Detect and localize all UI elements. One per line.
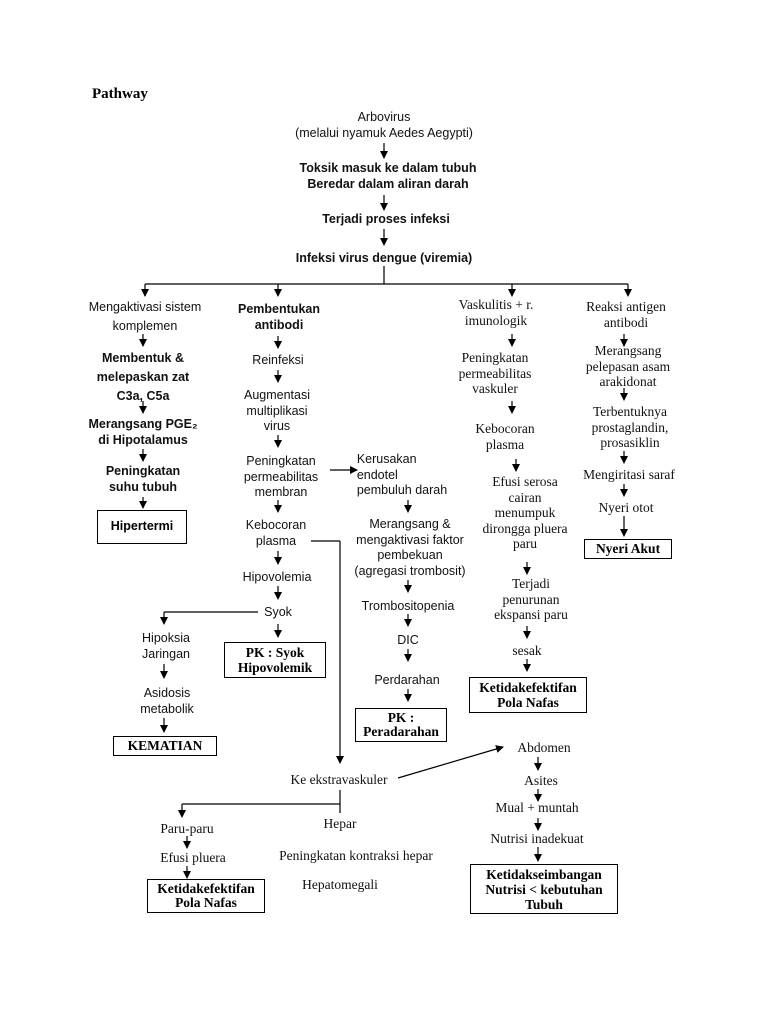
c5-mengiritasi-saraf: Mengiritasi saraf — [583, 467, 675, 482]
c5-nyeri-otot: Nyeri otot — [598, 500, 654, 515]
bottom-asites: Asites — [524, 773, 558, 788]
bottom-ekstravaskuler: Ke ekstravaskuler — [290, 772, 388, 787]
c2-reinfeksi: Reinfeksi — [252, 353, 304, 367]
diagnosis-ketidakefektifan-pola-nafas-2: Ketidakefektifan Pola Nafas — [147, 879, 265, 913]
c4-kebocoran-plasma: Kebocoran plasma — [475, 421, 535, 452]
lb-asidosis-metabolik: Asidosis metabolik — [140, 686, 194, 716]
diagnosis-pk-peradarahan: PK : Peradarahan — [355, 708, 447, 742]
c2-syok: Syok — [264, 605, 292, 619]
bottom-efusi-pluera: Efusi pluera — [160, 850, 226, 865]
ekstra-to-abdomen — [397, 745, 504, 779]
c1-aktivasi-komplemen: Mengaktivasi sistem komplemen — [88, 300, 202, 333]
diagnosis-nyeri-akut: Nyeri Akut — [584, 539, 672, 559]
c2-pembentukan-antibodi: Pembentukan antibodi — [238, 302, 320, 332]
bottom-hepatomegali: Hepatomegali — [302, 877, 378, 892]
lb-hipoksia-jaringan: Hipoksia Jaringan — [142, 631, 190, 661]
diagnosis-ketidakseimbangan-nutrisi: Ketidakseimbangan Nutrisi < kebutuhan Tu… — [470, 864, 618, 914]
c3-dic: DIC — [397, 633, 419, 647]
c2-hipovolemia: Hipovolemia — [242, 570, 312, 584]
bottom-abdomen: Abdomen — [517, 740, 571, 755]
bottom-kontraksi-hepar: Peningkatan kontraksi hepar — [279, 848, 433, 863]
c1-merangsang-pge2: Merangsang PGE₂ di Hipotalamus — [88, 417, 198, 447]
c3-trombositopenia: Trombositopenia — [361, 599, 455, 613]
diagnosis-kematian: KEMATIAN — [113, 736, 217, 756]
c2-kebocoran-plasma: Kebocoran plasma — [245, 518, 307, 548]
bottom-hepar: Hepar — [323, 816, 357, 831]
diagnosis-pk-syok-hipovolemik: PK : Syok Hipovolemik — [224, 642, 326, 678]
c5-reaksi-antigen: Reaksi antigen antibodi — [586, 299, 666, 330]
bottom-mual-muntah: Mual + muntah — [495, 800, 579, 815]
c2-peningkatan-permeabilitas: Peningkatan permeabilitas membran — [243, 454, 319, 499]
c3-perdarahan: Perdarahan — [374, 673, 440, 687]
page-title: Pathway — [92, 86, 148, 102]
node-viremia: Infeksi virus dengue (viremia) — [295, 251, 473, 265]
c4-peningkatan-permeabilitas: Peningkatan permeabilitas vaskuler — [458, 350, 532, 396]
c5-merangsang-arakidonat: Merangsang pelepasan asam arakidonat — [585, 343, 671, 389]
node-toksik: Toksik masuk ke dalam tubuh Beredar dala… — [299, 161, 477, 191]
bottom-nutrisi-inadekuat: Nutrisi inadekuat — [490, 831, 584, 846]
c4-sesak: sesak — [512, 643, 542, 658]
c3-merangsang-faktor: Merangsang & mengaktivasi faktor pembeku… — [354, 517, 466, 578]
c3-kerusakan-endotel: Kerusakan endotel pembuluh darah — [356, 452, 448, 497]
diagnosis-ketidakefektifan-pola-nafas-1: Ketidakefektifan Pola Nafas — [469, 677, 587, 713]
node-arbovirus: Arbovirus (melalui nyamuk Aedes Aegypti) — [295, 110, 473, 140]
c4-efusi-serosa: Efusi serosa cairan menumpuk dirongga pl… — [482, 474, 568, 551]
c1-peningkatan-suhu: Peningkatan suhu tubuh — [105, 464, 181, 494]
c4-penurunan-ekspansi: Terjadi penurunan ekspansi paru — [494, 576, 568, 622]
c4-vaskulitis: Vaskulitis + r. imunologik — [458, 297, 534, 328]
node-infeksi: Terjadi proses infeksi — [322, 212, 450, 226]
c5-prostaglandin: Terbentuknya prostaglandin, prosasiklin — [591, 404, 669, 450]
diagnosis-hipertermi: Hipertermi — [97, 510, 187, 544]
c1-membentuk-zat: Membentuk & melepaskan zat C3a, C5a — [96, 351, 190, 403]
c2-augmentasi: Augmentasi multiplikasi virus — [243, 388, 311, 433]
bottom-paru-paru: Paru-paru — [160, 821, 214, 836]
